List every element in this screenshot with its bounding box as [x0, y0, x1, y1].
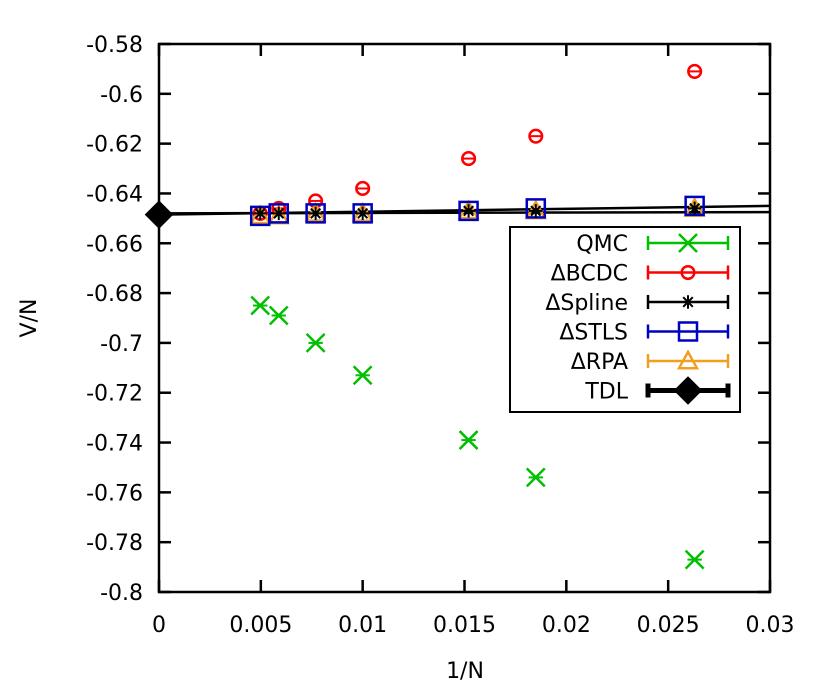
legend-label: TDL: [584, 380, 628, 405]
y-axis-label: V/N: [17, 299, 42, 338]
series-bcdc: [252, 63, 703, 221]
star-marker-icon: [682, 296, 694, 308]
square-marker-icon: [305, 203, 326, 224]
x-tick-label: 0.025: [637, 613, 700, 638]
star-marker-icon: [254, 207, 266, 219]
x-tick-label: 0.005: [229, 613, 292, 638]
x-axis-label: 1/N: [446, 659, 484, 684]
legend-label: ΔSTLS: [559, 321, 628, 346]
star-marker-icon: [357, 207, 369, 219]
y-tick-label: -0.64: [86, 182, 143, 207]
y-tick-label: -0.66: [86, 232, 143, 257]
x-tick-label: 0.01: [338, 613, 387, 638]
star-marker-icon: [273, 207, 285, 219]
x-tick-label: 0: [152, 613, 166, 638]
x-tick-label: 0.015: [433, 613, 496, 638]
legend-label: QMC: [576, 232, 628, 257]
y-tick-label: -0.6: [100, 83, 143, 108]
square-marker-icon: [677, 321, 699, 342]
star-marker-icon: [689, 202, 701, 214]
legend-label: ΔSpline: [545, 291, 628, 316]
series-qmc: [250, 295, 705, 570]
triangle-marker-icon: [676, 349, 700, 370]
y-tick-label: -0.7: [100, 332, 143, 357]
y-tick-label: -0.68: [86, 282, 143, 307]
diamond-marker-icon: [673, 376, 703, 405]
legend-label: ΔRPA: [571, 350, 628, 375]
square-marker-icon: [352, 203, 373, 224]
axes: -0.58 -0.6 -0.62 -0.64 -0.66 -0.68 -0.7 -0.72 -0…: [86, 33, 794, 638]
triangle-marker-icon: [249, 204, 272, 225]
star-marker-icon: [530, 205, 542, 217]
square-marker-icon: [268, 203, 290, 224]
x-tick-label: 0.02: [542, 613, 591, 638]
plot-area: [144, 63, 771, 570]
legend-label: ΔBCDC: [551, 262, 628, 287]
star-marker-icon: [310, 207, 322, 219]
legend-box: [509, 226, 741, 413]
y-tick-label: -0.72: [86, 382, 143, 407]
y-tick-label: -0.74: [86, 432, 143, 457]
x-tick-label: 0.03: [746, 613, 795, 638]
series-spline: [253, 201, 702, 221]
y-tick-label: -0.8: [100, 581, 143, 606]
square-marker-icon: [458, 200, 479, 222]
y-tick-label: -0.76: [86, 481, 143, 506]
y-tick-label: -0.62: [86, 133, 143, 158]
y-tick-label: -0.78: [86, 531, 143, 556]
y-tick-label: -0.58: [86, 33, 143, 58]
star-marker-icon: [463, 205, 475, 217]
